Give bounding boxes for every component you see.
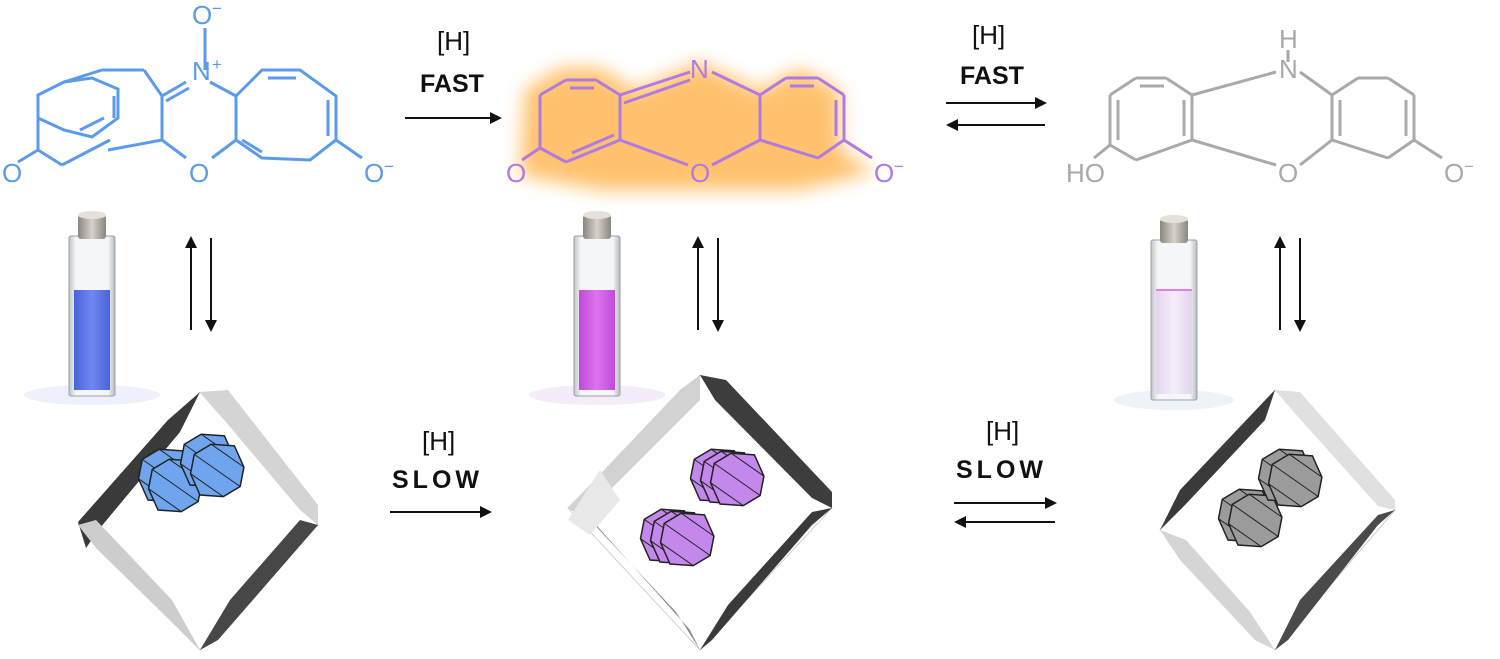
arrow-bottom-left-reagent: [H] — [422, 426, 455, 456]
dihydroresorufin-labels: H N HO O O − — [1066, 24, 1474, 188]
equilibrium-arrow-icon — [946, 97, 1047, 131]
resorufin-o-right-charge: − — [894, 157, 904, 176]
equilibrium-arrow-icon — [954, 497, 1057, 528]
resorufin-molecule — [521, 70, 873, 167]
cuvette-purple — [529, 211, 665, 405]
resorufin-o-left: O — [506, 158, 526, 188]
vertical-equilibrium-3 — [1274, 236, 1306, 332]
resazurin-o-right-charge: − — [384, 157, 394, 176]
resorufin-o-ring: O — [690, 158, 710, 188]
cage-blue — [77, 390, 319, 651]
arrow-bottom-right: [H] SLOW — [954, 416, 1057, 528]
arrow-bottom-right-reagent: [H] — [986, 416, 1019, 446]
cuvette-blue — [24, 211, 160, 405]
arrow-top-right-rate: FAST — [960, 62, 1024, 90]
dihydroresorufin-n-atom: N — [1279, 54, 1298, 84]
arrow-bottom-left: [H] SLOW — [390, 426, 492, 518]
resazurin-o-right: O — [364, 158, 384, 188]
arrow-top-left-reagent: [H] — [437, 26, 470, 56]
resorufin-o-right: O — [874, 158, 894, 188]
resazurin-o-top: O — [192, 0, 212, 30]
dihydroresorufin-o-ring: O — [1278, 158, 1298, 188]
resorufin-labels: N O O O − — [506, 54, 904, 188]
resazurin-o-left: O — [2, 158, 22, 188]
resazurin-n-charge: + — [212, 55, 222, 74]
resazurin-n-atom: N — [192, 56, 211, 86]
resazurin-molecule — [17, 28, 363, 167]
resazurin-o-ring: O — [189, 158, 209, 188]
dihydroresorufin-molecule — [1093, 50, 1443, 167]
arrow-top-left-rate: FAST — [420, 70, 484, 98]
dihydroresorufin-o-right: O — [1444, 158, 1464, 188]
resorufin-n-atom: N — [690, 54, 709, 84]
resazurin-labels: N + O − O O O − — [2, 0, 394, 188]
dihydroresorufin-o-right-charge: − — [1464, 157, 1474, 176]
dihydroresorufin-oh-left: HO — [1066, 158, 1105, 188]
resazurin-o-top-charge: − — [212, 0, 222, 18]
dihydroresorufin-h-atom: H — [1279, 24, 1298, 54]
cuvette-pale — [1114, 215, 1234, 410]
arrow-top-left: [H] FAST — [405, 26, 502, 124]
vertical-equilibrium-2 — [692, 236, 724, 332]
arrow-top-right: [H] FAST — [946, 20, 1047, 131]
vertical-equilibrium-1 — [185, 236, 217, 332]
resorufin-glow — [520, 62, 875, 190]
arrow-top-right-reagent: [H] — [972, 20, 1005, 50]
cage-gray — [1159, 389, 1396, 651]
arrow-bottom-right-rate: SLOW — [956, 456, 1047, 484]
arrow-bottom-left-rate: SLOW — [392, 466, 483, 494]
cage-purple — [567, 374, 833, 651]
